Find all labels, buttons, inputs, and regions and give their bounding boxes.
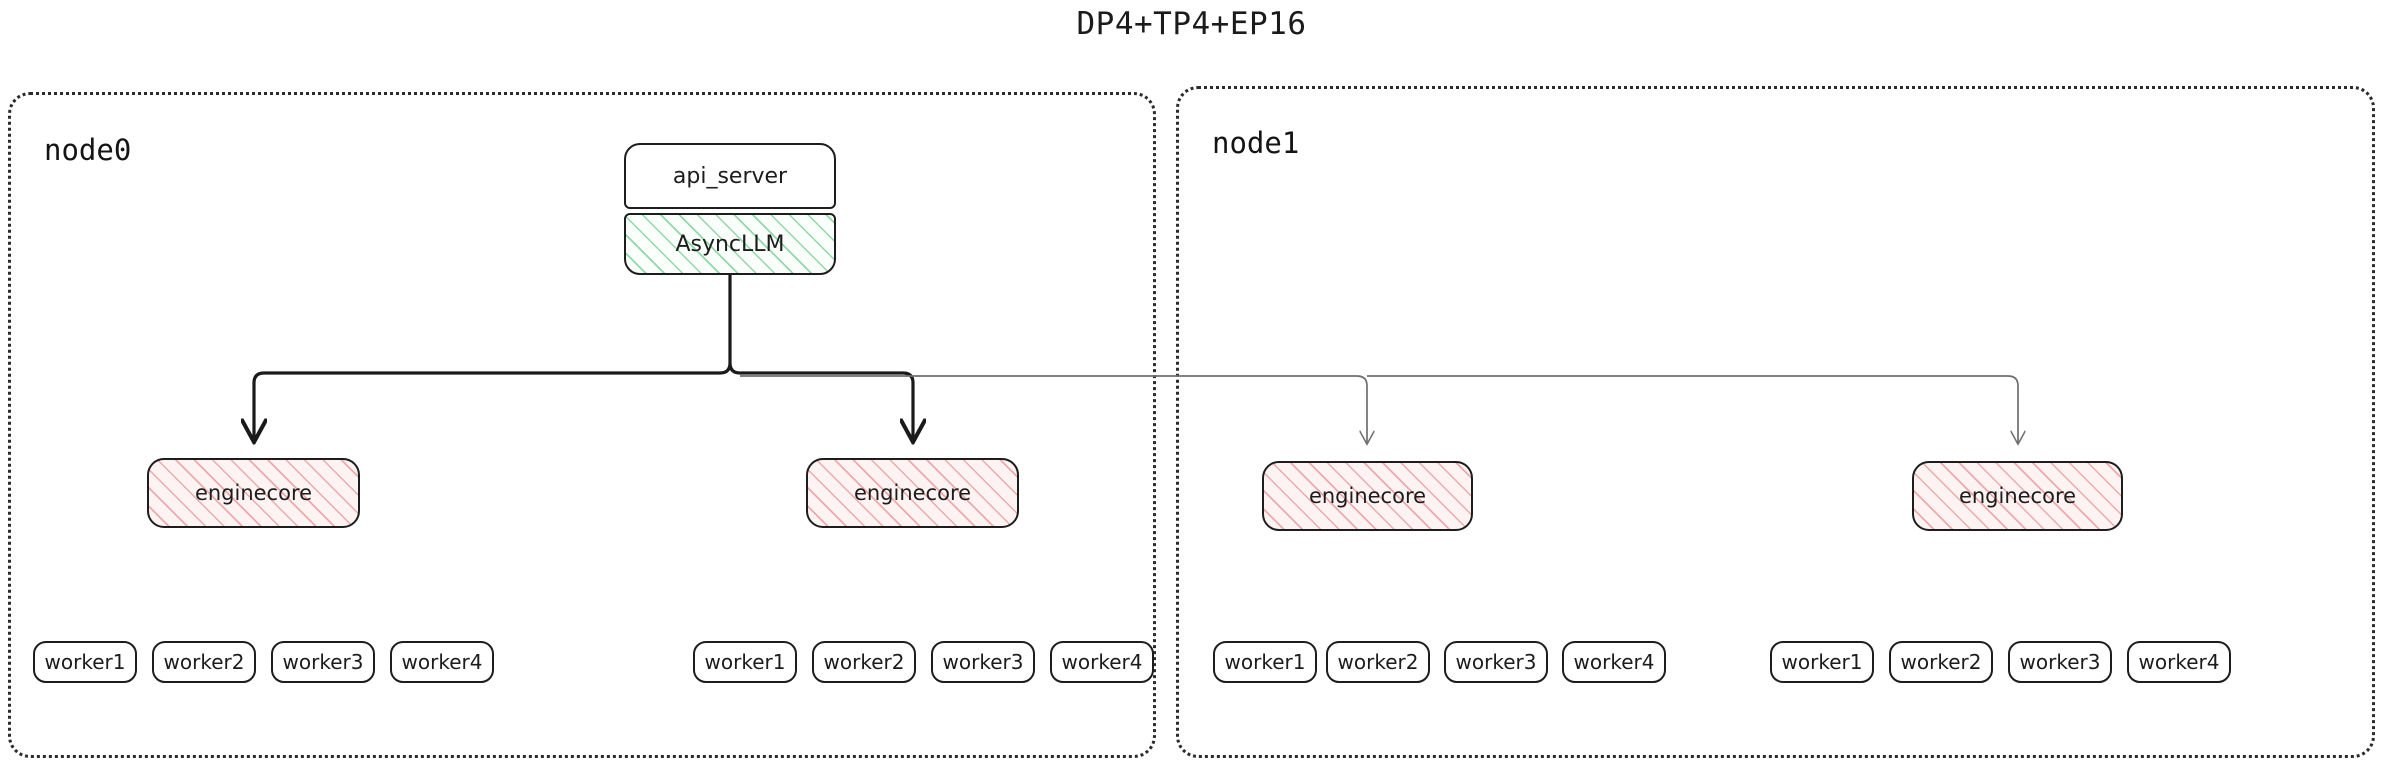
box-worker-label: worker1 <box>704 650 786 674</box>
box-worker-node0-0-2[interactable]: worker2 <box>152 641 256 683</box>
box-asyncllm[interactable]: AsyncLLM <box>624 213 836 275</box>
box-worker-node0-0-4[interactable]: worker4 <box>390 641 494 683</box>
box-worker-node1-1-2[interactable]: worker2 <box>1889 641 1993 683</box>
box-worker-label: worker4 <box>401 650 483 674</box>
box-worker-label: worker1 <box>1781 650 1863 674</box>
box-enginecore-label: enginecore <box>1308 484 1427 508</box>
box-worker-label: worker3 <box>1455 650 1537 674</box>
node-group-label-node0: node0 <box>44 133 132 167</box>
box-worker-label: worker3 <box>282 650 364 674</box>
box-worker-node1-1-1[interactable]: worker1 <box>1770 641 1874 683</box>
box-worker-node1-1-4[interactable]: worker4 <box>2127 641 2231 683</box>
box-worker-label: worker4 <box>2138 650 2220 674</box>
box-worker-node0-1-2[interactable]: worker2 <box>812 641 916 683</box>
box-worker-label: worker2 <box>1900 650 1982 674</box>
box-worker-node1-0-1[interactable]: worker1 <box>1213 641 1317 683</box>
box-asyncllm-label: AsyncLLM <box>675 231 785 257</box>
box-worker-label: worker2 <box>823 650 905 674</box>
box-worker-label: worker2 <box>1337 650 1419 674</box>
box-worker-label: worker3 <box>2019 650 2101 674</box>
box-enginecore-node0-1[interactable]: enginecore <box>806 458 1019 528</box>
box-worker-label: worker4 <box>1573 650 1655 674</box>
box-worker-node0-1-1[interactable]: worker1 <box>693 641 797 683</box>
box-worker-node0-1-3[interactable]: worker3 <box>931 641 1035 683</box>
box-worker-node1-0-4[interactable]: worker4 <box>1562 641 1666 683</box>
node-group-label-node1: node1 <box>1212 126 1300 160</box>
box-api-server-label: api_server <box>672 163 788 189</box>
box-worker-node0-1-4[interactable]: worker4 <box>1050 641 1154 683</box>
box-worker-node1-0-2[interactable]: worker2 <box>1326 641 1430 683</box>
box-worker-label: worker3 <box>942 650 1024 674</box>
box-worker-label: worker4 <box>1061 650 1143 674</box>
box-worker-node0-0-1[interactable]: worker1 <box>33 641 137 683</box>
box-worker-node1-1-3[interactable]: worker3 <box>2008 641 2112 683</box>
box-enginecore-node1-1[interactable]: enginecore <box>1912 461 2123 531</box>
box-enginecore-label: enginecore <box>194 481 313 505</box>
box-worker-label: worker1 <box>1224 650 1306 674</box>
box-api-server[interactable]: api_server <box>624 143 836 209</box>
box-worker-label: worker1 <box>44 650 126 674</box>
box-worker-node1-0-3[interactable]: worker3 <box>1444 641 1548 683</box>
box-worker-node0-0-3[interactable]: worker3 <box>271 641 375 683</box>
box-enginecore-node1-0[interactable]: enginecore <box>1262 461 1473 531</box>
box-worker-label: worker2 <box>163 650 245 674</box>
box-enginecore-label: enginecore <box>1958 484 2077 508</box>
box-enginecore-label: enginecore <box>853 481 972 505</box>
box-enginecore-node0-0[interactable]: enginecore <box>147 458 360 528</box>
page-title: DP4+TP4+EP16 <box>1076 6 1307 42</box>
